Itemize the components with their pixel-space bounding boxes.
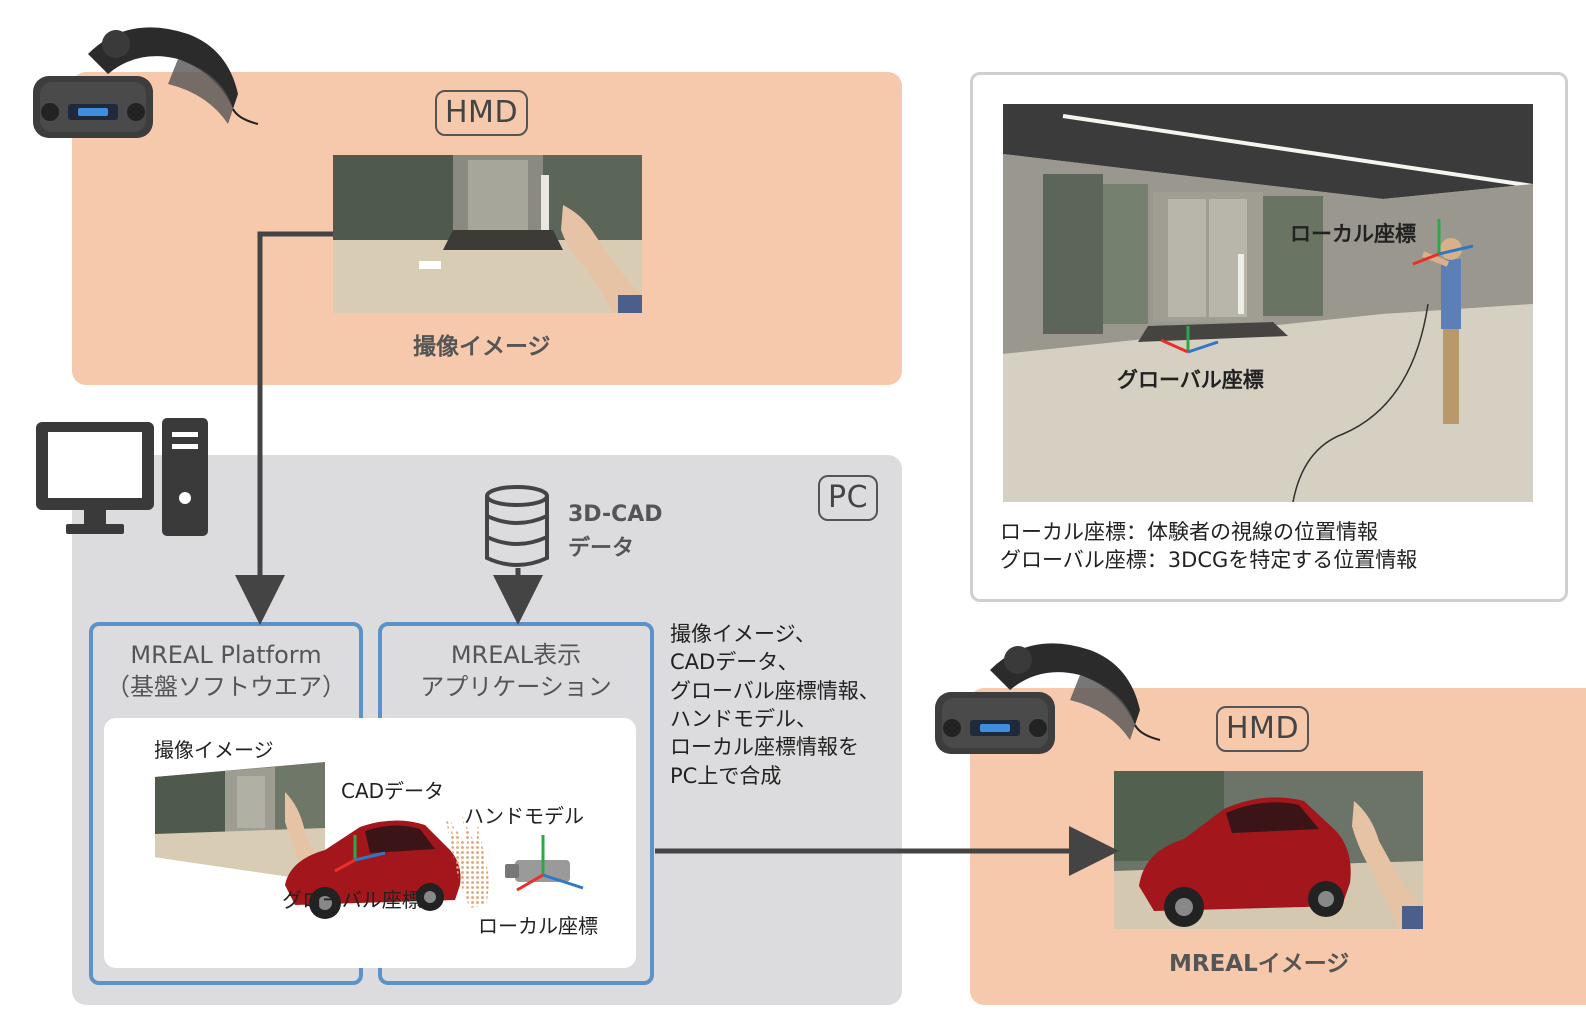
- synthesis-note: 撮像イメージ、 CADデータ、 グローバル座標情報、 ハンドモデル、 ローカル座…: [670, 620, 880, 790]
- coord-local-label: ローカル座標: [1290, 222, 1416, 246]
- pc-tag: PC: [818, 475, 879, 521]
- arrow-captured-to-platform: [235, 231, 333, 625]
- synthesis-note-line: ハンドモデル、: [670, 707, 817, 732]
- mreal-app-title-line2: アプリケーション: [420, 673, 612, 701]
- cad-data-label-line2: データ: [568, 536, 635, 561]
- mreal-image-caption: MREALイメージ: [1169, 951, 1350, 977]
- hmd-bottom-tag: HMD: [1216, 706, 1310, 752]
- mreal-platform-title-line1: MREAL Platform: [130, 641, 322, 669]
- synthesis-note-line: グローバル座標情報、: [670, 678, 880, 703]
- coord-legend-line: グローバル座標：3DCGを特定する位置情報: [1000, 548, 1418, 573]
- captured-image-caption: 撮像イメージ: [413, 334, 551, 360]
- composite-cad-data-label: CADデータ: [341, 779, 445, 803]
- hmd-headset-icon: [935, 643, 1161, 754]
- hmd-top-tag: HMD: [435, 90, 529, 136]
- coord-room-photo: [1003, 104, 1533, 502]
- coord-legend: ローカル座標：体験者の視線の位置情報 グローバル座標：3DCGを特定する位置情報: [1000, 518, 1417, 575]
- synthesis-note-line: ローカル座標情報を: [670, 735, 859, 760]
- synthesis-note-line: CADデータ、: [670, 650, 799, 675]
- composite-global-coord-label: グローバル座標: [282, 888, 422, 912]
- composite-car-model: [285, 820, 461, 919]
- coord-legend-line: ローカル座標：体験者の視線の位置情報: [1000, 520, 1378, 544]
- composite-camera-model: [505, 835, 584, 892]
- database-icon: [485, 485, 549, 567]
- desktop-computer-icon: [36, 418, 208, 536]
- composite-hand-model: [445, 815, 489, 908]
- mreal-platform-title-line2: （基盤ソフトウエア）: [106, 673, 346, 701]
- hmd-headset-icon: [33, 27, 259, 138]
- mreal-image-photo: [1114, 771, 1423, 929]
- captured-image-photo: [333, 155, 642, 313]
- coord-global-label: グローバル座標: [1117, 368, 1264, 392]
- composite-captured-image-thumb: [155, 762, 325, 882]
- synthesis-note-line: 撮像イメージ、: [670, 622, 816, 646]
- mreal-app-title-line1: MREAL表示: [450, 641, 582, 669]
- composite-hand-model-label: ハンドモデル: [464, 804, 584, 828]
- synthesis-note-line: PC上で合成: [670, 763, 782, 788]
- composite-captured-image-label: 撮像イメージ: [154, 738, 274, 762]
- cad-data-label-line1: 3D-CAD: [568, 502, 663, 527]
- composite-local-coord-label: ローカル座標: [478, 914, 598, 938]
